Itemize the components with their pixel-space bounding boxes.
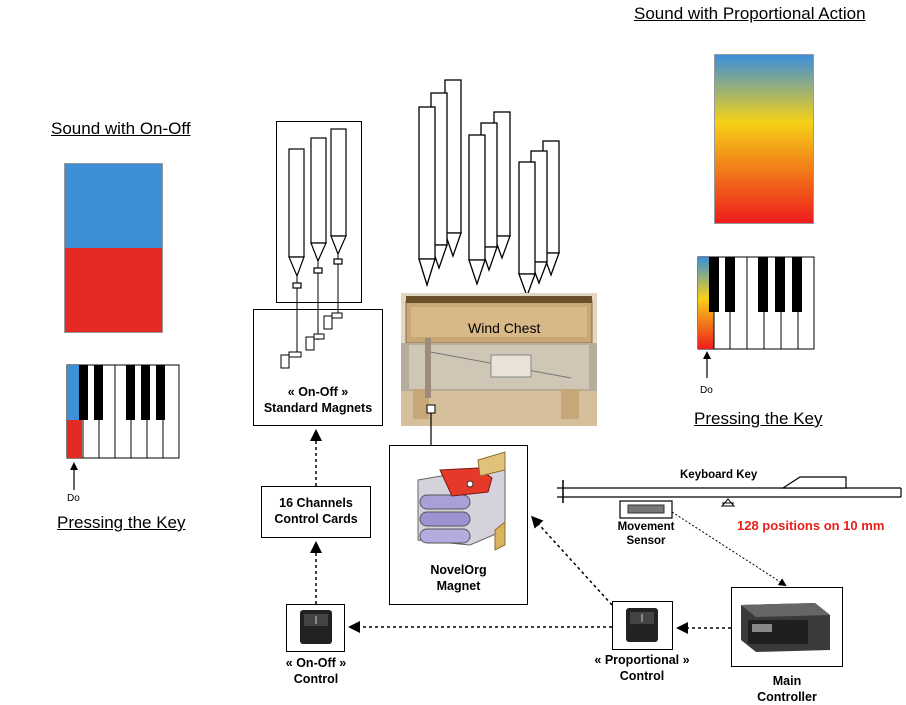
pipes-frame	[276, 121, 362, 303]
standard-magnets-box	[253, 309, 383, 426]
arrow-proportional-to-novelorg	[530, 515, 613, 606]
on-off-control-label: « On-Off » Control	[285, 656, 347, 686]
movement-sensor-label: Movement Sensor	[617, 521, 675, 547]
on-off-control-box	[286, 604, 345, 652]
main-controller-label: Main Controller	[757, 674, 817, 704]
wind-chest-label: Wind Chest	[468, 320, 541, 336]
novelorg-magnet-label: NovelOrg Magnet	[430, 563, 487, 593]
on-off-do-label: Do	[67, 493, 80, 504]
on-off-sound-block	[64, 163, 163, 333]
main-controller-box	[731, 587, 843, 667]
on-off-title: Sound with On-Off	[51, 119, 191, 138]
wind-chest-photo	[401, 293, 597, 426]
proportional-pressing-label: Pressing the Key	[694, 409, 823, 428]
on-off-pressing-label: Pressing the Key	[57, 513, 186, 532]
positions-label: 128 positions on 10 mm	[737, 518, 885, 533]
proportional-gradient-block	[714, 54, 814, 224]
keyboard-key-label: Keyboard Key	[680, 469, 758, 481]
proportional-do-label: Do	[700, 385, 713, 396]
control-cards-label: 16 Channels Control Cards	[274, 496, 358, 526]
standard-magnets-label: « On-Off » Standard Magnets	[263, 385, 373, 415]
proportional-control-label: « Proportional » Control	[594, 653, 690, 683]
proportional-title: Sound with Proportional Action	[634, 4, 866, 23]
proportional-control-box	[612, 601, 673, 650]
on-off-blue-segment	[65, 164, 162, 248]
control-cards-box	[261, 486, 371, 538]
on-off-red-segment	[65, 248, 162, 332]
